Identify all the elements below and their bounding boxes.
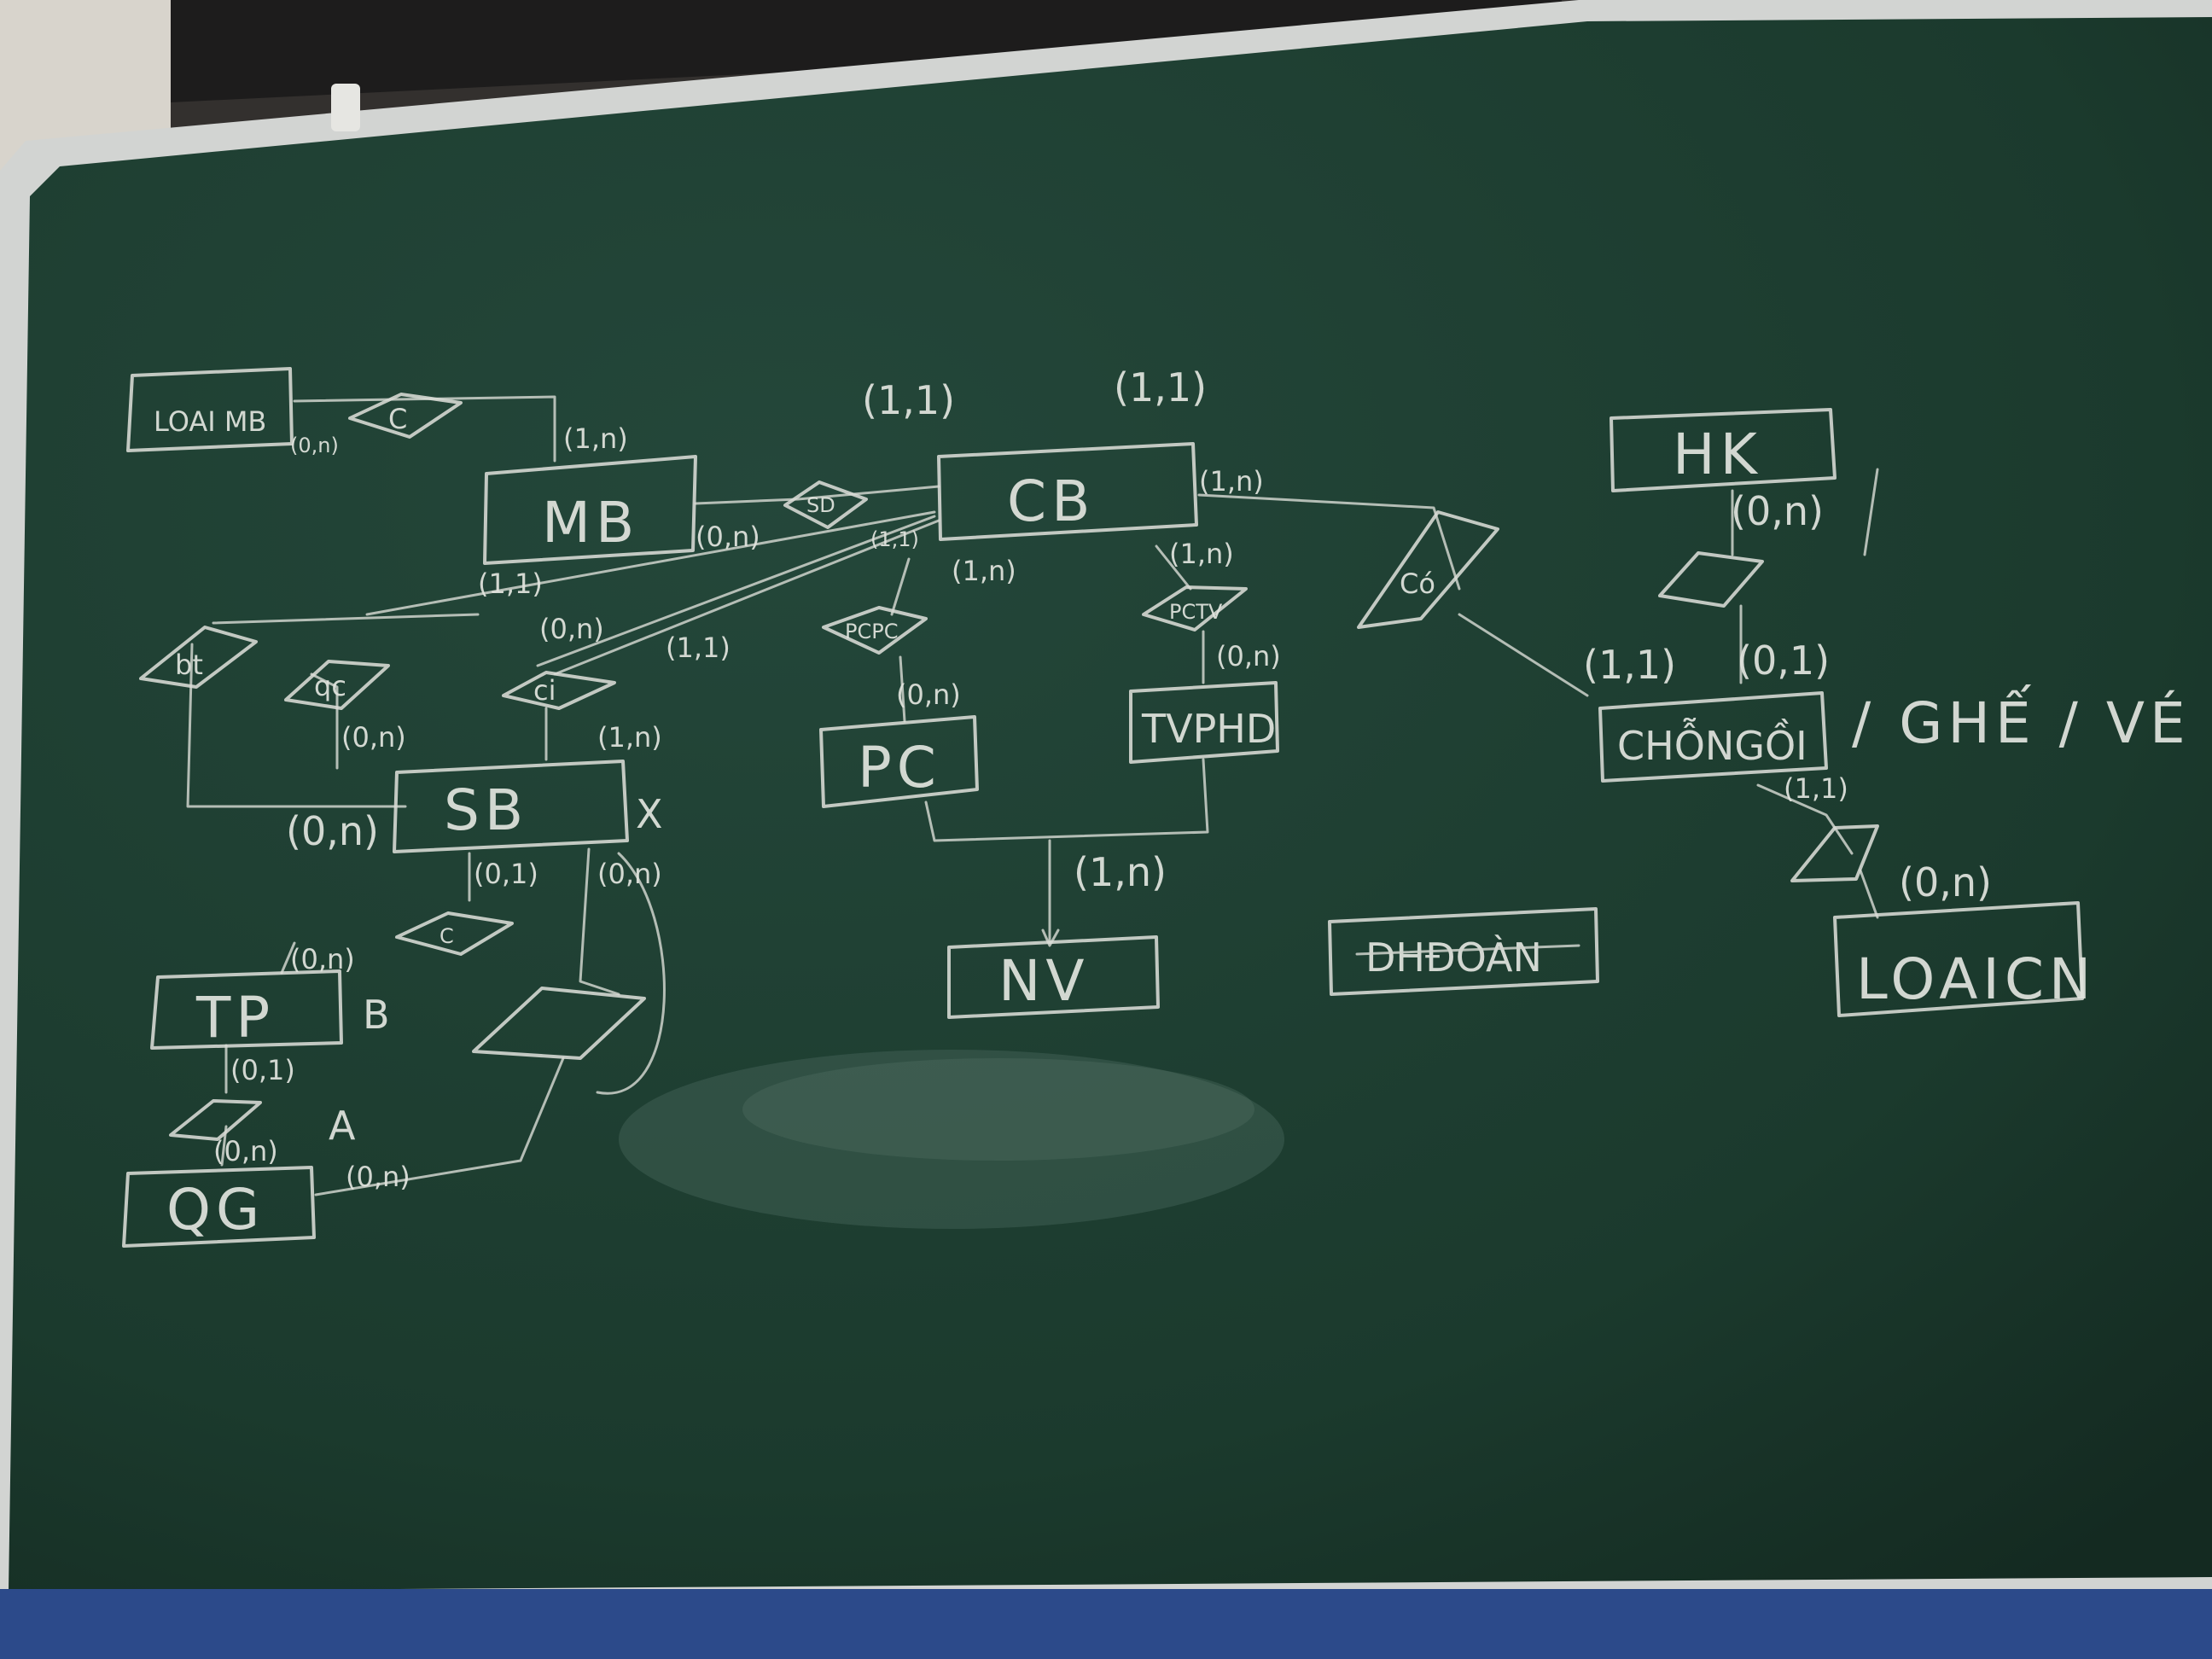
entity-loaimb: LOAI MB — [126, 367, 294, 452]
rel-ci: ci — [502, 671, 616, 710]
annotations: X B A / GHẾ / VÉ — [329, 468, 2191, 1149]
card-mb-bottom: (1,1) — [478, 568, 543, 600]
entity-nv: NV — [947, 935, 1160, 1019]
card-chongoi-bottom: (1,1) — [1784, 772, 1848, 805]
entity-hk: HK — [1610, 408, 1837, 492]
rel-co: Có — [1357, 510, 1499, 629]
entity-sb-label: SB — [444, 777, 528, 843]
entity-pc-label: PC — [858, 735, 941, 800]
card-nv: (1,n) — [1074, 849, 1167, 895]
x-mark: X — [636, 791, 663, 837]
wall-dark-top — [171, 0, 1562, 102]
rel-chongoi-loaicn — [1790, 824, 1879, 882]
card-cb-top-right: (1,1) — [1114, 364, 1207, 410]
card-sb-ci: (1,1) — [666, 632, 731, 664]
chalk-tray — [0, 1589, 2212, 1659]
entity-dhdoan-label: DHĐOÀN — [1365, 934, 1542, 981]
entity-chongoi: CHỖNGỒI — [1598, 691, 1828, 783]
card-pc: (0,n) — [896, 678, 961, 711]
card-loaicn: (0,n) — [1899, 859, 1992, 905]
card-sb-qc-mid: (0,n) — [539, 613, 604, 645]
card-sb-left: (0,n) — [286, 808, 379, 854]
rel-pcpc: PCPC — [822, 606, 928, 655]
card-loaimb-rel: (0,n) — [290, 434, 339, 457]
card-mb-top: (1,n) — [563, 422, 628, 455]
b-mark: B — [363, 992, 390, 1038]
entity-loaicn: LOAICN — [1833, 901, 2096, 1017]
entity-tvphd: TVPHD — [1129, 681, 1279, 764]
rel-co-label: Có — [1400, 568, 1435, 600]
card-qg-right: (0,n) — [346, 1161, 410, 1193]
relationships: C SD bt qc ci PCPC PCTV Có — [139, 393, 1879, 1141]
entity-hk-label: HK — [1673, 422, 1762, 487]
a-mark: A — [329, 1103, 356, 1149]
rel-c-top-label: C — [388, 403, 407, 435]
entity-pc: PC — [819, 715, 979, 808]
rel-hk-chongoi — [1658, 551, 1764, 608]
entity-loaimb-label: LOAI MB — [154, 405, 266, 438]
card-hk: (0,n) — [1731, 488, 1824, 534]
card-cb-pc: (1,n) — [952, 555, 1016, 587]
entity-cb-label: CB — [1007, 469, 1095, 534]
rel-c-top: C — [348, 393, 463, 439]
card-cb-pctv: (1,n) — [1169, 538, 1234, 570]
board-surface — [9, 17, 2212, 1592]
card-qg-top: (0,n) — [213, 1135, 278, 1167]
rel-ci-label: ci — [533, 674, 556, 707]
cardinalities: (0,n) (1,n) (0,n) (1,1) (1,1) (1,1) (1,n… — [213, 364, 1992, 1193]
rel-sd: SD — [783, 480, 868, 529]
card-chongoi-top: (0,1) — [1737, 637, 1830, 684]
card-chongoi-left: (1,1) — [1583, 642, 1676, 688]
rel-sd-label: SD — [806, 493, 835, 517]
entity-cb: CB — [937, 442, 1198, 541]
entity-tp-label: TP — [195, 985, 275, 1051]
rel-sb-qg — [472, 987, 646, 1060]
entity-mb-label: MB — [542, 490, 639, 556]
ghe-ve-note: / GHẾ / VÉ — [1852, 684, 2191, 756]
rel-pctv: PCTV — [1142, 585, 1248, 632]
eraser-smudge-inner — [742, 1058, 1254, 1161]
rel-bt-label: bt — [175, 649, 203, 681]
entity-tp: TP — [150, 969, 343, 1051]
entity-chongoi-label: CHỖNGỒI — [1617, 718, 1807, 769]
eraser-smudge — [619, 1050, 1284, 1229]
magnet-clip — [331, 84, 360, 131]
rel-pctv-label: PCTV — [1169, 600, 1223, 624]
rel-c-sb: C — [395, 911, 514, 956]
rel-bt: bt — [139, 626, 258, 689]
entity-dhdoan: DHĐOÀN — [1328, 907, 1599, 996]
card-sb-ci-right: (1,n) — [597, 721, 662, 754]
entity-nv-label: NV — [998, 948, 1090, 1014]
card-cb-top-left: (1,1) — [862, 377, 955, 423]
card-cb-left-low: (1,1) — [870, 527, 919, 551]
rel-c-sb-label: C — [439, 924, 454, 948]
rel-tp-qg — [169, 1099, 262, 1141]
card-tvphd: (0,n) — [1216, 640, 1281, 672]
entity-qg: QG — [122, 1166, 316, 1248]
rel-qc: qc — [284, 660, 390, 710]
card-mb-right: (0,n) — [696, 521, 760, 553]
card-sb-bottom: (0,1) — [474, 858, 538, 890]
rel-pcpc-label: PCPC — [845, 620, 898, 643]
entity-qg-label: QG — [166, 1177, 265, 1243]
rel-qc-label: qc — [314, 670, 346, 702]
card-tp-top: (0,n) — [290, 943, 355, 975]
card-cb-right: (1,n) — [1199, 465, 1264, 498]
entity-mb: MB — [483, 455, 697, 565]
card-sb-bottom-right: (0,n) — [597, 858, 662, 890]
entity-loaicn-label: LOAICN — [1856, 946, 2096, 1012]
entity-tvphd-label: TVPHD — [1141, 706, 1276, 752]
entities: LOAI MB MB CB HK SB PC TVPHD CHỖNGỒI — [122, 367, 2096, 1248]
card-tp-bottom: (0,1) — [230, 1054, 295, 1086]
card-sb-qc: (0,n) — [341, 721, 406, 754]
entity-sb: SB — [393, 760, 629, 853]
